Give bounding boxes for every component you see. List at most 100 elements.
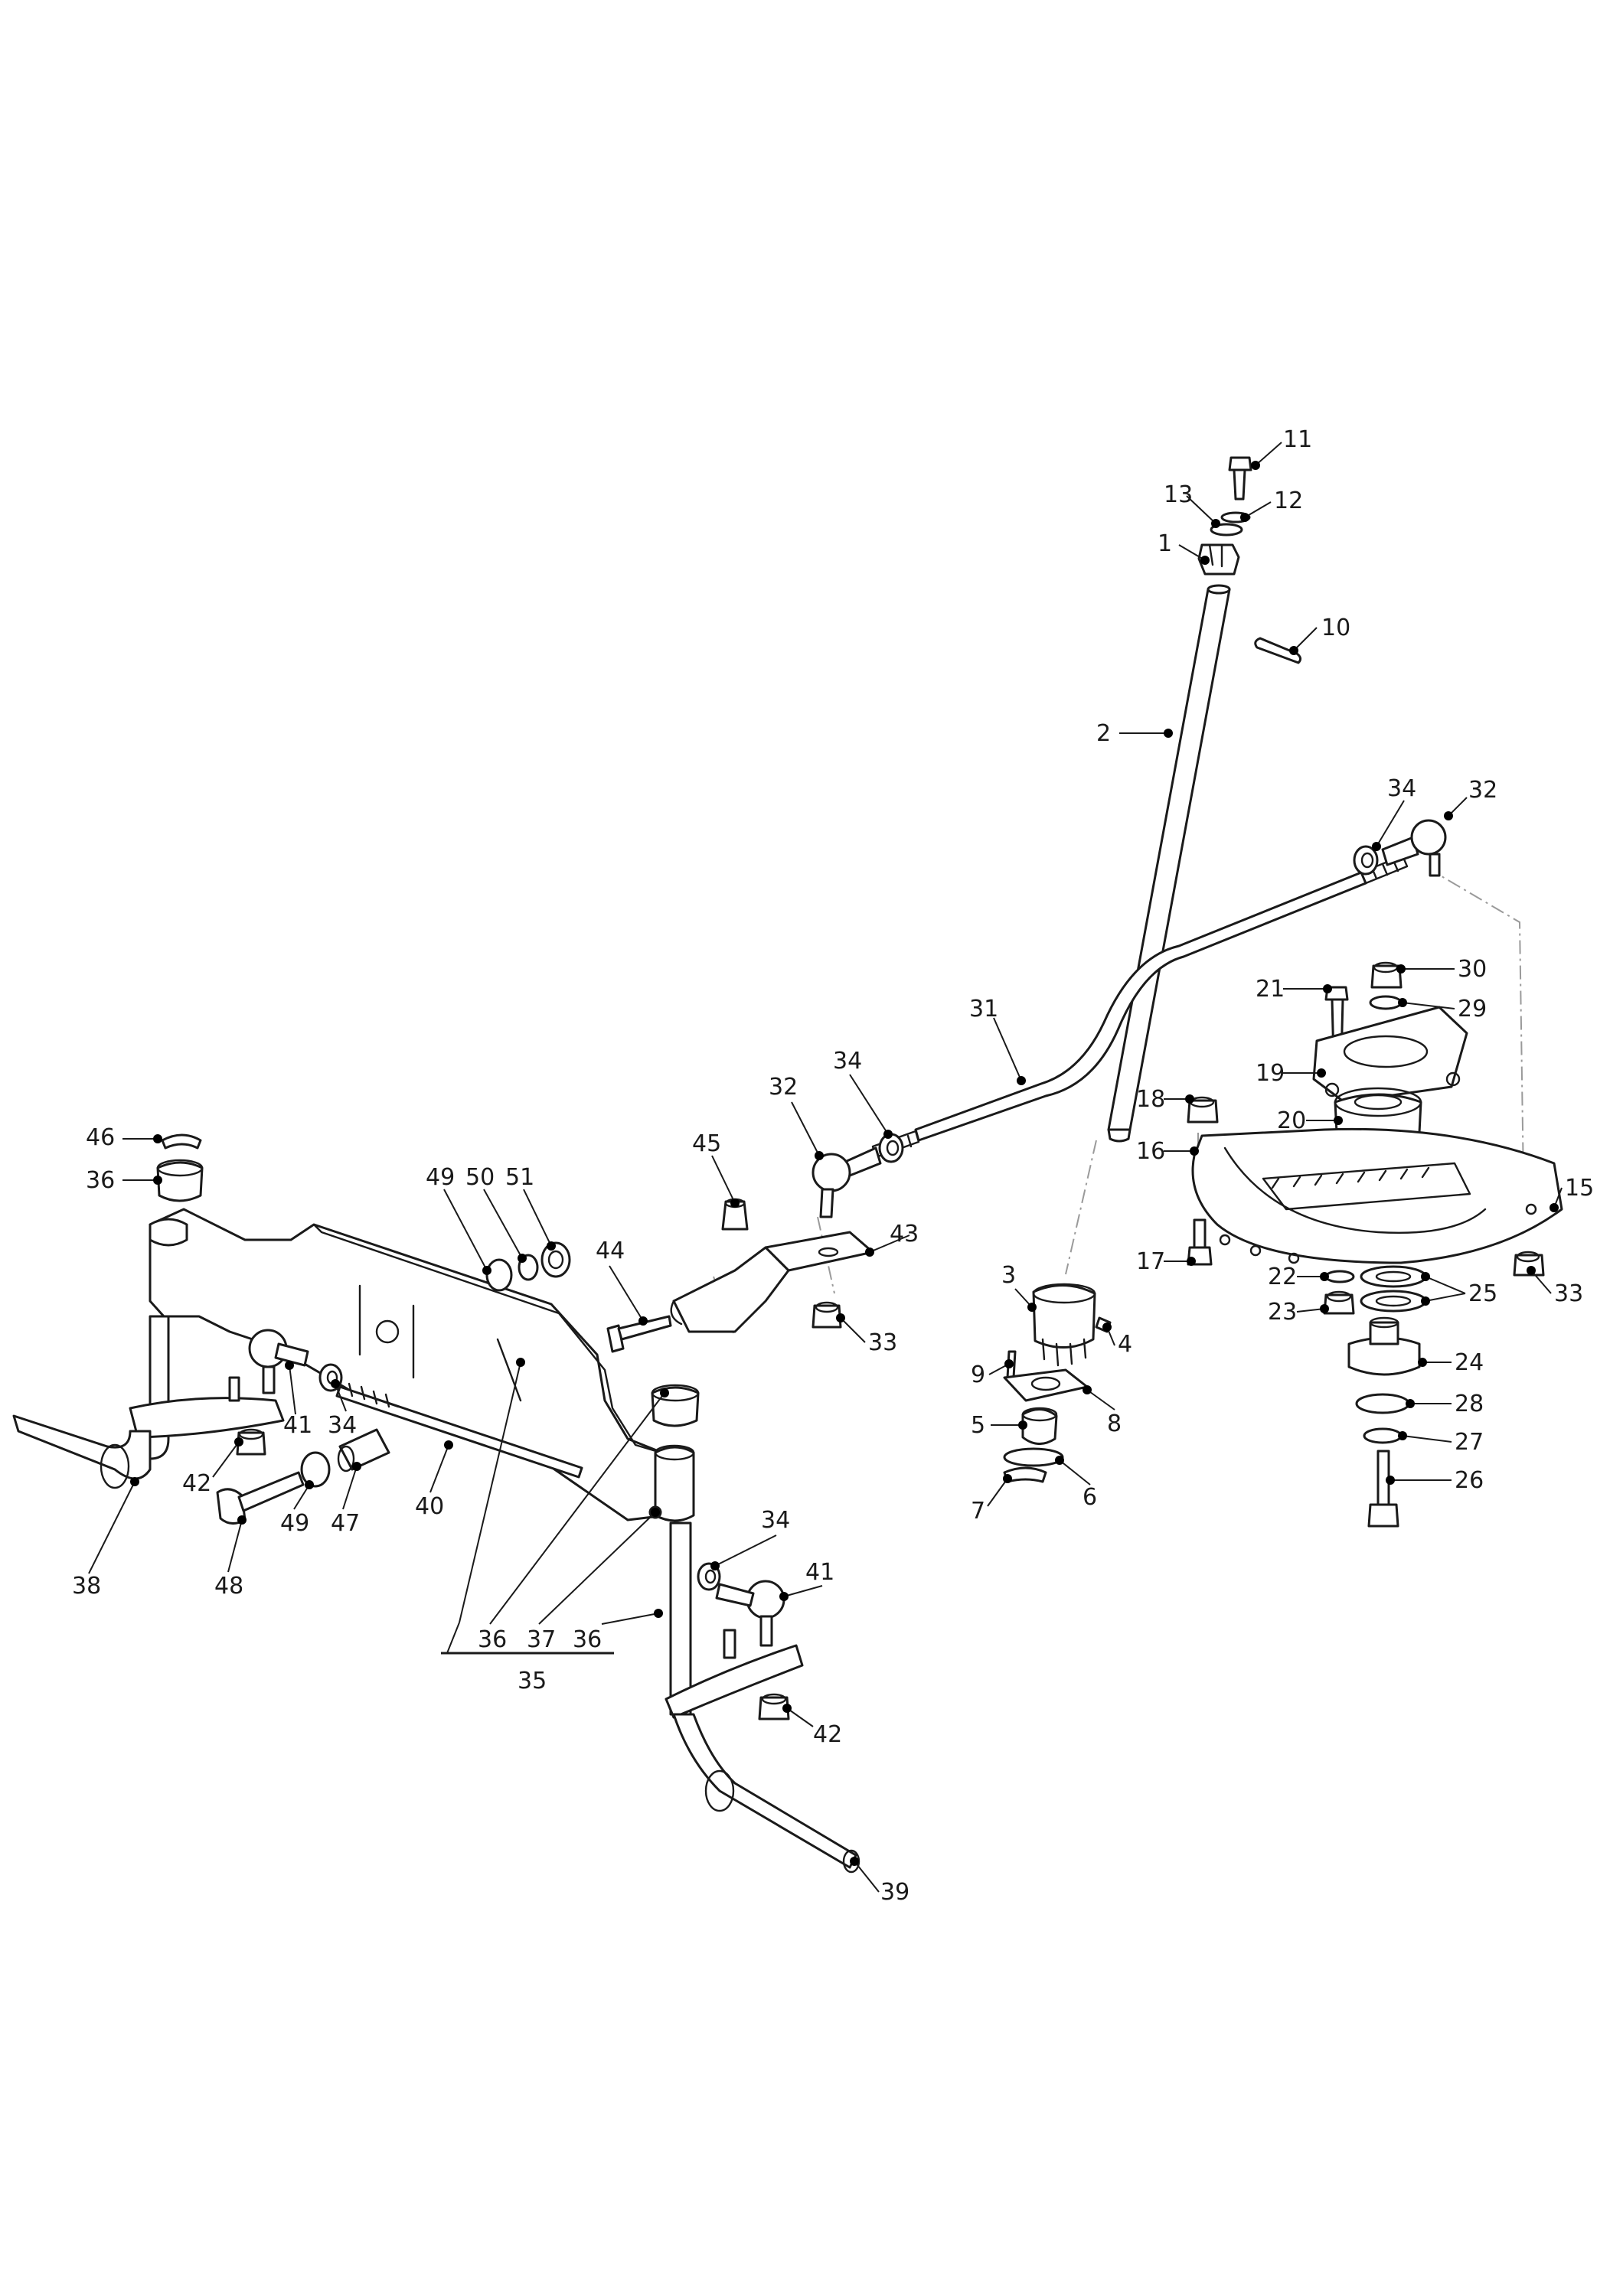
callout-34-right: 34 bbox=[761, 1507, 790, 1534]
leader-dot-39 bbox=[850, 1857, 859, 1866]
callout-43: 43 bbox=[890, 1221, 919, 1247]
callout-41-right: 41 bbox=[805, 1559, 834, 1586]
leader-dot-5 bbox=[1018, 1420, 1027, 1430]
bushing-36-center bbox=[651, 1384, 700, 1427]
leader-line-8 bbox=[1086, 1389, 1115, 1411]
parts-drawing bbox=[12, 456, 1563, 1874]
leader-line-47 bbox=[342, 1466, 358, 1510]
callout-34-top: 34 bbox=[1387, 775, 1416, 802]
callout-34-mid: 34 bbox=[833, 1048, 862, 1075]
callout-labels: 1 2 3 4 5 6 7 8 9 10 11 12 13 15 16 17 1… bbox=[72, 426, 1594, 1906]
leader-dot-11 bbox=[1251, 461, 1260, 470]
leader-dot-30 bbox=[1396, 964, 1406, 974]
leader-dot-49u bbox=[482, 1266, 491, 1275]
sector-gear-15 bbox=[1191, 1127, 1563, 1264]
leader-line-48 bbox=[227, 1519, 243, 1573]
washer-22 bbox=[1324, 1270, 1355, 1283]
leader-dot-47 bbox=[352, 1462, 361, 1471]
washer-27 bbox=[1363, 1427, 1403, 1444]
leader-dot-18 bbox=[1185, 1094, 1194, 1104]
callout-13: 13 bbox=[1164, 481, 1193, 508]
leader-dot-42l bbox=[234, 1437, 243, 1446]
nut-34-top bbox=[1353, 845, 1379, 876]
callout-21: 21 bbox=[1256, 976, 1285, 1003]
callout-18: 18 bbox=[1136, 1086, 1165, 1113]
washer-6 bbox=[1003, 1447, 1064, 1467]
spacer-51 bbox=[540, 1241, 571, 1278]
leader-line-34m bbox=[849, 1074, 889, 1135]
callout-4: 4 bbox=[1118, 1331, 1132, 1358]
washer-49-lower bbox=[300, 1451, 331, 1488]
callout-32-mid: 32 bbox=[769, 1074, 798, 1101]
leader-line-12 bbox=[1244, 501, 1272, 518]
leader-line-34l bbox=[335, 1383, 347, 1412]
leader-dot-34l bbox=[331, 1379, 340, 1388]
leader-dot-27 bbox=[1398, 1431, 1407, 1440]
callout-44: 44 bbox=[596, 1238, 625, 1264]
leader-line-42l bbox=[212, 1441, 240, 1478]
spindle-38 bbox=[12, 1315, 285, 1489]
leader-line-50 bbox=[483, 1189, 523, 1259]
leader-line-1 bbox=[1178, 544, 1206, 561]
leader-line-41r bbox=[783, 1585, 823, 1597]
callout-33-sector: 33 bbox=[1554, 1280, 1583, 1307]
leader-dot-35a bbox=[516, 1358, 525, 1367]
leader-dot-7 bbox=[1003, 1474, 1012, 1483]
bracket-43 bbox=[670, 1231, 874, 1333]
assembly-line-column bbox=[1065, 1140, 1097, 1275]
tie-rod-31 bbox=[871, 854, 1409, 1159]
callout-11: 11 bbox=[1283, 426, 1312, 453]
nut-42-left bbox=[236, 1428, 266, 1456]
bolt-17 bbox=[1187, 1218, 1213, 1266]
leader-dot-44 bbox=[638, 1316, 648, 1326]
leader-dot-21 bbox=[1323, 984, 1332, 993]
callout-42-left: 42 bbox=[182, 1470, 211, 1497]
callout-20: 20 bbox=[1277, 1107, 1306, 1134]
ball-joint-41-right bbox=[715, 1580, 785, 1647]
leader-line-49u bbox=[443, 1189, 488, 1271]
callout-26: 26 bbox=[1455, 1467, 1484, 1494]
ball-joint-41-left bbox=[248, 1329, 309, 1394]
leader-line-23 bbox=[1296, 1308, 1325, 1313]
callout-25: 25 bbox=[1468, 1280, 1497, 1307]
bolt-11 bbox=[1228, 456, 1252, 501]
leader-dot-1 bbox=[1200, 556, 1210, 565]
callout-31: 31 bbox=[969, 996, 998, 1022]
leader-dot-25b bbox=[1421, 1296, 1430, 1306]
callout-32-top: 32 bbox=[1468, 777, 1497, 804]
leader-dot-4 bbox=[1102, 1322, 1112, 1332]
leader-dot-15 bbox=[1550, 1203, 1559, 1212]
callout-49-lower: 49 bbox=[280, 1510, 309, 1537]
callout-36-top-left: 36 bbox=[86, 1167, 115, 1194]
drag-link-40 bbox=[335, 1382, 583, 1479]
leader-dot-10 bbox=[1289, 646, 1298, 655]
callout-22: 22 bbox=[1268, 1264, 1297, 1290]
spindle-39 bbox=[665, 1521, 860, 1874]
leader-line-37 bbox=[538, 1512, 656, 1625]
leader-line-35a bbox=[459, 1362, 521, 1623]
callout-50: 50 bbox=[465, 1164, 495, 1191]
leader-dot-49l bbox=[305, 1480, 314, 1489]
callout-39: 39 bbox=[880, 1879, 909, 1906]
bushing-36-left-axle bbox=[149, 1218, 188, 1247]
callout-9: 9 bbox=[971, 1362, 985, 1388]
leader-dot-25a bbox=[1421, 1272, 1430, 1281]
callout-12: 12 bbox=[1274, 488, 1303, 514]
spacer-24 bbox=[1347, 1316, 1421, 1376]
callout-40: 40 bbox=[415, 1493, 444, 1520]
leader-dot-33b bbox=[836, 1313, 845, 1322]
leader-dot-3 bbox=[1027, 1303, 1037, 1312]
leader-dot-9 bbox=[1004, 1359, 1014, 1368]
bushing-36-top-left bbox=[156, 1159, 204, 1202]
callout-51: 51 bbox=[505, 1164, 534, 1191]
ball-joint-32-mid bbox=[812, 1146, 882, 1218]
callout-8: 8 bbox=[1107, 1411, 1122, 1437]
leader-dot-34t bbox=[1372, 842, 1381, 851]
leader-line-6 bbox=[1059, 1459, 1091, 1486]
leader-line-34r bbox=[714, 1534, 777, 1567]
leader-line-32m bbox=[791, 1101, 820, 1156]
leader-dot-20 bbox=[1334, 1116, 1343, 1125]
leader-dot-42r bbox=[782, 1704, 792, 1713]
leader-dot-19 bbox=[1317, 1068, 1326, 1078]
